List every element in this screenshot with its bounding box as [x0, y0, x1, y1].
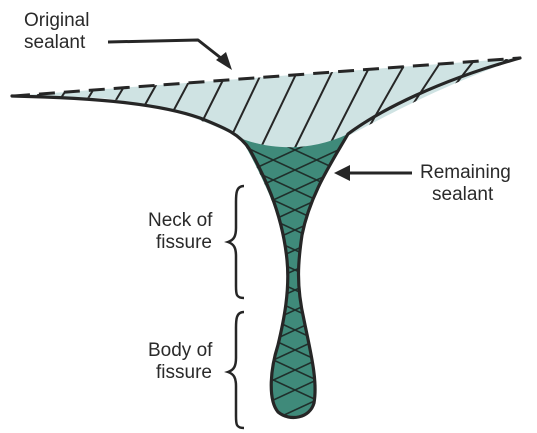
remaining-sealant-label-line1: Remaining [420, 162, 511, 184]
body-of-fissure-label-line1: Body of [148, 340, 212, 362]
original-sealant-label-line2: sealant [24, 32, 89, 54]
original-sealant-label: Original sealant [24, 10, 89, 54]
neck-of-fissure-label-line1: Neck of [148, 210, 212, 232]
neck-of-fissure-label-line2: fissure [148, 232, 212, 254]
neck-of-fissure-bracket [228, 186, 244, 298]
body-of-fissure-label-line2: fissure [148, 362, 212, 384]
remaining-sealant-arrow [334, 165, 412, 181]
remaining-sealant-label-line2: sealant [420, 184, 511, 206]
body-of-fissure-label: Body of fissure [148, 340, 212, 384]
original-sealant-label-line1: Original [24, 10, 89, 32]
remaining-sealant-label: Remaining sealant [420, 162, 511, 206]
remaining-sealant-region [230, 120, 360, 433]
body-of-fissure-bracket [228, 312, 244, 428]
neck-of-fissure-label: Neck of fissure [148, 210, 212, 254]
original-sealant-arrow [108, 40, 232, 70]
